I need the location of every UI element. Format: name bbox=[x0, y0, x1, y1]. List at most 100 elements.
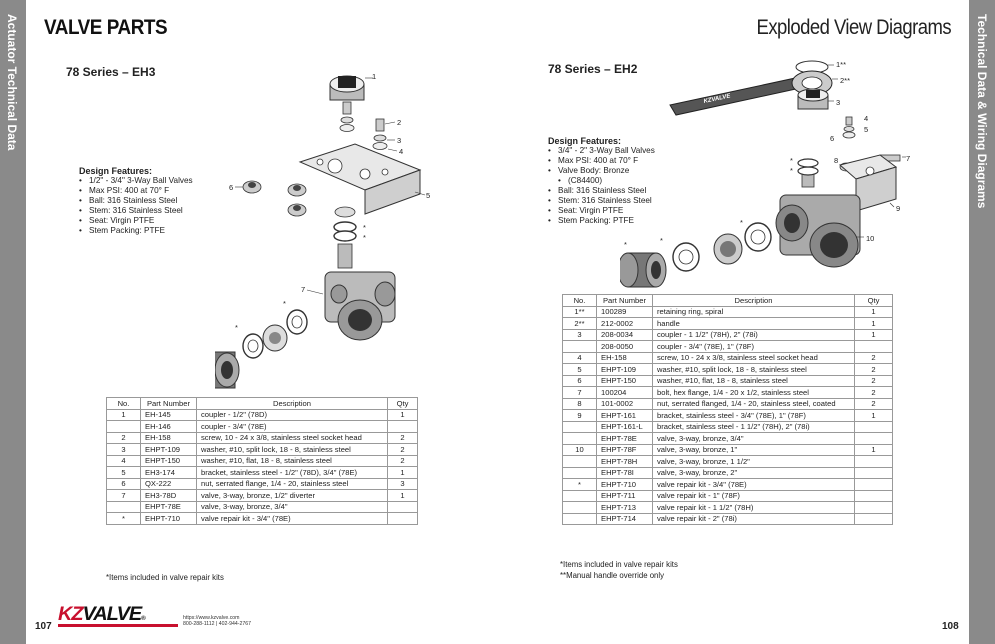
footnotes-right: *Items included in valve repair kits **M… bbox=[560, 559, 678, 581]
part-qty: 2 bbox=[854, 386, 893, 399]
part-description: handle bbox=[652, 317, 855, 330]
row-number: * bbox=[106, 512, 141, 525]
part-qty bbox=[854, 340, 893, 353]
part-number: EHPT-150 bbox=[596, 374, 653, 387]
callout-text: 1** bbox=[836, 60, 846, 69]
part-number: 208-0034 bbox=[596, 328, 653, 341]
row-number: 5 bbox=[106, 466, 141, 479]
part-description: valve repair kit - 3/4" (78E) bbox=[196, 512, 388, 525]
part-qty: 1 bbox=[387, 489, 418, 502]
part-qty bbox=[854, 420, 893, 433]
row-number bbox=[562, 466, 597, 479]
part-number: EHPT-161 bbox=[596, 409, 653, 422]
feature-item: Stem Packing: PTFE bbox=[548, 216, 655, 226]
part-description: valve, 3-way, bronze, 1 1/2" bbox=[652, 455, 855, 468]
callout-text: 6 bbox=[830, 134, 834, 143]
table-header-row: No. Part Number Description Qty bbox=[562, 294, 893, 307]
part-description: washer, #10, flat, 18 - 8, stainless ste… bbox=[196, 454, 388, 467]
part-number: EHPT-109 bbox=[596, 363, 653, 376]
footnote-left: *Items included in valve repair kits bbox=[106, 573, 224, 582]
row-number: 3 bbox=[562, 328, 597, 341]
part-qty bbox=[854, 489, 893, 502]
row-number bbox=[562, 489, 597, 502]
bracket-part bbox=[838, 154, 898, 212]
col-header: Qty bbox=[854, 294, 893, 307]
part-qty: 1 bbox=[854, 409, 893, 422]
table-header-row: No. Part Number Description Qty bbox=[106, 397, 418, 410]
screw-part bbox=[342, 101, 352, 115]
row-number: 7 bbox=[562, 386, 597, 399]
features-list: 1/2" - 3/4" 3-Way Ball ValvesMax PSI: 40… bbox=[79, 176, 193, 236]
part-description: bracket, stainless steel - 1 1/2" (78H),… bbox=[652, 420, 855, 433]
part-number: EH-146 bbox=[140, 420, 197, 433]
part-number: EHPT-78F bbox=[596, 443, 653, 456]
side-tab-left-label: Actuator Technical Data bbox=[5, 14, 19, 151]
part-number: EH-145 bbox=[140, 408, 197, 421]
part-qty bbox=[387, 512, 418, 525]
part-description: nut, serrated flange, 1/4 - 20, stainles… bbox=[196, 477, 388, 490]
part-qty: 1 bbox=[854, 305, 893, 318]
row-number: 1 bbox=[106, 408, 141, 421]
row-number: 6 bbox=[106, 477, 141, 490]
part-description: screw, 10 - 24 x 3/8, stainless steel so… bbox=[652, 351, 855, 364]
features-title: Design Features: bbox=[548, 136, 622, 146]
part-number: EHPT-78I bbox=[596, 466, 653, 479]
design-features-left: Design Features: 1/2" - 3/4" 3-Way Ball … bbox=[79, 166, 193, 236]
features-title: Design Features: bbox=[79, 166, 153, 176]
page-number-right: 108 bbox=[942, 621, 959, 632]
part-qty bbox=[854, 478, 893, 491]
row-number bbox=[562, 455, 597, 468]
callout-text: 10 bbox=[866, 234, 874, 243]
callout-text: 6 bbox=[229, 183, 233, 192]
part-description: valve, 3-way, bronze, 2" bbox=[652, 466, 855, 479]
part-qty: 2 bbox=[387, 443, 418, 456]
row-number bbox=[562, 501, 597, 514]
callout-text: 7 bbox=[906, 154, 910, 163]
handle-brand-text: KZVALVE bbox=[703, 93, 732, 105]
part-description: screw, 10 - 24 x 3/8, stainless steel so… bbox=[196, 431, 388, 444]
page-title-left: VALVE PARTS bbox=[44, 16, 168, 39]
feature-item: Valve Body: Bronze bbox=[548, 166, 655, 176]
feature-item: Stem: 316 Stainless Steel bbox=[79, 206, 193, 216]
part-qty: 2 bbox=[387, 454, 418, 467]
part-number: EH-158 bbox=[140, 431, 197, 444]
part-number: EHPT-714 bbox=[596, 512, 653, 525]
callout-text: * bbox=[740, 218, 743, 227]
part-description: coupler - 1 1/2" (78H), 2" (78i) bbox=[652, 328, 855, 341]
callout-text: * bbox=[235, 323, 238, 332]
feature-item: Max PSI: 400 at 70° F bbox=[548, 156, 655, 166]
part-qty: 2 bbox=[854, 374, 893, 387]
coupler-part bbox=[797, 88, 829, 110]
row-number: 3 bbox=[106, 443, 141, 456]
feature-item: 1/2" - 3/4" 3-Way Ball Valves bbox=[79, 176, 193, 186]
row-number bbox=[562, 512, 597, 525]
part-description: nut, serrated flanged, 1/4 - 20, stainle… bbox=[652, 397, 855, 410]
callout-text: 9 bbox=[896, 204, 900, 213]
part-description: valve repair kit - 3/4" (78E) bbox=[652, 478, 855, 491]
website-link[interactable]: https://www.kzvalve.com bbox=[183, 615, 240, 621]
feature-item: Ball: 316 Stainless Steel bbox=[79, 196, 193, 206]
part-qty bbox=[387, 420, 418, 433]
exploded-diagram-eh3: 1 2 3 4 5 6 * * 7 bbox=[215, 72, 430, 389]
series-title-right: 78 Series – EH2 bbox=[548, 62, 638, 76]
side-tab-right: Technical Data & Wiring Diagrams bbox=[969, 0, 995, 644]
part-description: bracket, stainless steel - 1/2" (78D), 3… bbox=[196, 466, 388, 479]
side-tab-right-label: Technical Data & Wiring Diagrams bbox=[975, 14, 989, 209]
part-qty: 2 bbox=[854, 351, 893, 364]
part-description: valve, 3-way, bronze, 1/2" diverter bbox=[196, 489, 388, 502]
row-number bbox=[562, 420, 597, 433]
logo-mark: ® bbox=[141, 616, 146, 622]
